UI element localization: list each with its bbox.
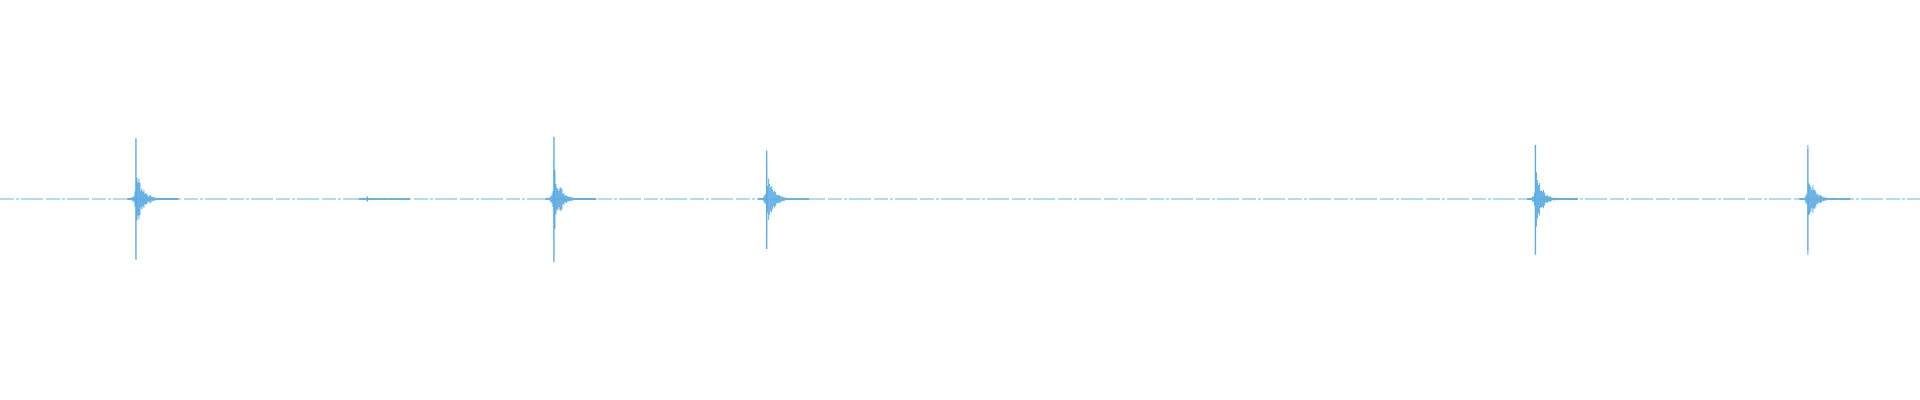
waveform-peak [127,138,179,260]
waveform-peak [1799,145,1851,255]
waveform-peak [758,150,810,250]
waveform-peak [358,196,410,202]
waveform-peak [545,136,597,263]
waveform-peak [1526,144,1578,255]
